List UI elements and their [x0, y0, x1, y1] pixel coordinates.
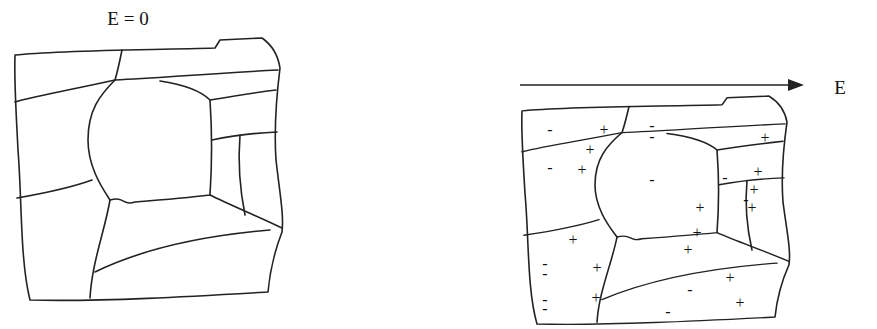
charge-sign: +: [591, 290, 600, 306]
charge-sign: -: [687, 282, 692, 298]
grains-polarized: [522, 96, 790, 324]
field-arrow-shaft: [520, 84, 792, 86]
charge-sign: -: [665, 304, 670, 320]
charge-sign: +: [599, 122, 608, 138]
charge-sign: +: [692, 225, 701, 241]
charge-sign: -: [649, 172, 654, 188]
grains-unpolarized: [15, 38, 283, 300]
charge-sign: -: [649, 129, 654, 145]
charge-sign: +: [753, 164, 762, 180]
charge-sign: +: [683, 242, 692, 258]
charge-sign: -: [542, 266, 547, 282]
charge-sign: +: [585, 142, 594, 158]
charge-sign: +: [747, 200, 756, 216]
charge-sign: +: [760, 130, 769, 146]
charge-sign: +: [568, 232, 577, 248]
field-label: E = 0: [107, 9, 148, 28]
field-arrow-head: [788, 79, 804, 91]
charge-sign: -: [722, 170, 727, 186]
charge-sign: +: [695, 200, 704, 216]
charge-sign: +: [577, 162, 586, 178]
charge-sign: -: [547, 122, 552, 138]
field-label: E: [834, 78, 846, 97]
charge-sign: +: [592, 260, 601, 276]
charge-sign: +: [735, 295, 744, 311]
charge-sign: -: [542, 301, 547, 317]
charge-sign: +: [725, 270, 734, 286]
charge-sign: +: [749, 182, 758, 198]
charge-sign: -: [547, 160, 552, 176]
